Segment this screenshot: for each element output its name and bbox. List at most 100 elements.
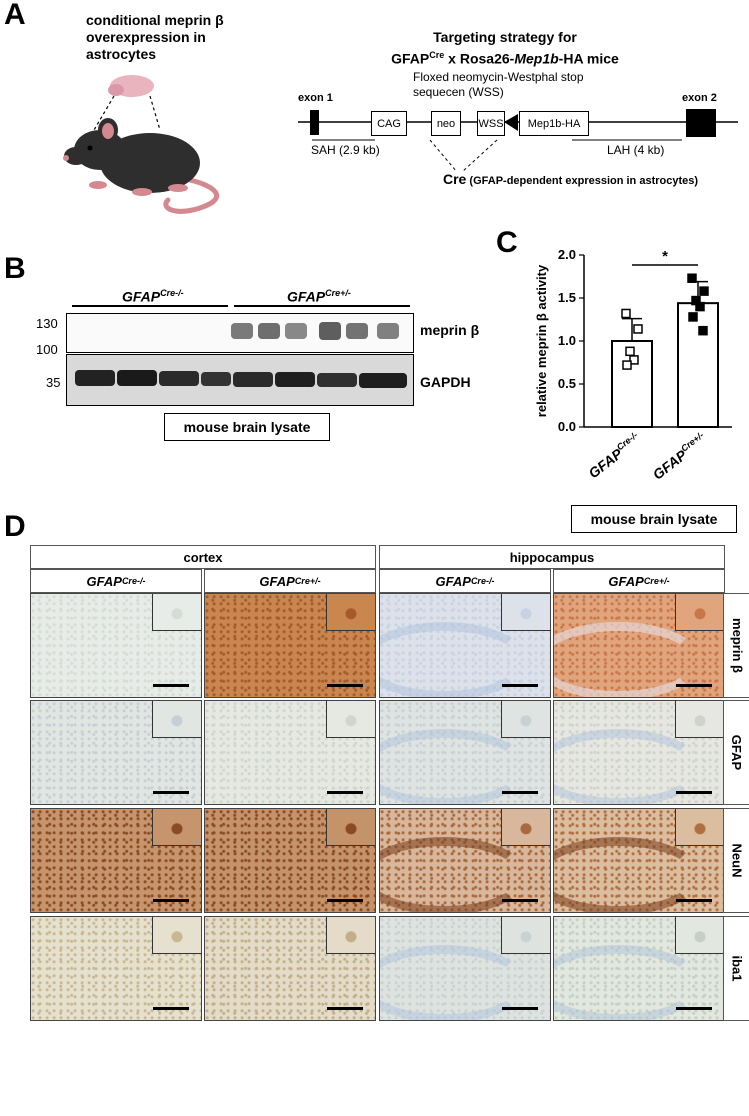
- loxp-2: [504, 114, 518, 131]
- magnified-inset: [501, 701, 550, 738]
- mep1b-ha-box: Mep1b-HA: [519, 111, 589, 136]
- magnified-inset: [675, 917, 724, 954]
- sah-label: SAH (2.9 kb): [311, 143, 380, 157]
- data-point: [698, 325, 708, 336]
- scale-bar: [327, 1007, 363, 1010]
- magnified-inset: [326, 594, 375, 631]
- targeting-title: Targeting strategy for GFAPCre x Rosa26-…: [370, 28, 640, 68]
- magnified-inset: [501, 917, 550, 954]
- targeting-title-line2: GFAPCre x Rosa26-Mep1b-HA mice: [370, 46, 640, 68]
- region-header-cortex: cortex: [30, 545, 376, 569]
- row-label-text: GFAP: [729, 734, 745, 771]
- blot-meprin: [66, 313, 414, 353]
- blot-label-meprin: meprin β: [420, 322, 480, 338]
- magnified-inset: [675, 594, 724, 631]
- scale-bar: [327, 684, 363, 687]
- scale-bar: [153, 791, 189, 794]
- mouse-caption: conditional meprin β overexpression in a…: [86, 12, 224, 62]
- lah-label: LAH (4 kb): [607, 143, 665, 157]
- row-label-3: iba1: [723, 916, 749, 1021]
- hippocampal-layer: [380, 837, 528, 912]
- row-label-1: GFAP: [723, 700, 749, 805]
- row-label-text: iba1: [729, 955, 745, 982]
- micrograph-GFAP-2: [379, 700, 551, 805]
- micrograph-iba1-3: [553, 916, 725, 1021]
- cre-description: (GFAP-dependent expression in astrocytes…: [466, 175, 699, 187]
- micrograph-meprin-beta-2: [379, 593, 551, 698]
- x-tick-label: GFAPCre+/-: [649, 430, 710, 483]
- scale-bar: [502, 684, 538, 687]
- title-mid: x Rosa26-: [444, 50, 515, 67]
- micrograph-NeuN-1: [204, 808, 376, 913]
- data-point: [688, 312, 698, 322]
- data-point: [695, 301, 705, 312]
- group-label-cre-pos: GFAPCre+/-: [287, 288, 351, 305]
- column-header-base: GFAP: [259, 573, 295, 589]
- data-point: [699, 286, 709, 296]
- exon2-label: exon 2: [682, 92, 717, 104]
- group-line-cre-pos: [234, 305, 410, 307]
- y-axis-label: relative meprin β activity: [534, 264, 549, 417]
- micrograph-iba1-2: [379, 916, 551, 1021]
- micrograph-NeuN-3: [553, 808, 725, 913]
- cre-note: Cre (GFAP-dependent expression in astroc…: [443, 171, 698, 187]
- scale-bar: [676, 684, 712, 687]
- group-label-base: GFAP: [287, 288, 326, 305]
- magnified-inset: [326, 809, 375, 846]
- row-label-2: NeuN: [723, 808, 749, 913]
- magnified-inset: [152, 809, 201, 846]
- magnified-inset: [501, 809, 550, 846]
- column-header-base: GFAP: [435, 573, 471, 589]
- hippocampal-layer: [554, 837, 702, 912]
- data-point: [622, 360, 632, 370]
- mouse-illustration: [63, 75, 219, 214]
- scale-bar: [153, 899, 189, 902]
- magnified-inset: [675, 701, 724, 738]
- scale-bar: [327, 899, 363, 902]
- scale-bar: [676, 899, 712, 902]
- row-label-text: meprin β: [729, 618, 745, 673]
- x-tick-label: GFAPCre-/-: [585, 430, 644, 481]
- blot-band: [377, 323, 399, 339]
- wss-note: Floxed neomycin-Westphal stop sequecen (…: [413, 70, 584, 99]
- region-header-hippocampus: hippocampus: [379, 545, 725, 569]
- micrograph-meprin-beta-0: [30, 593, 202, 698]
- scale-bar: [502, 791, 538, 794]
- neo-box: neo: [431, 111, 461, 136]
- micrograph-GFAP-1: [204, 700, 376, 805]
- blot-band: [359, 373, 407, 388]
- column-header-base: GFAP: [608, 573, 644, 589]
- micrograph-iba1-0: [30, 916, 202, 1021]
- panel-label-b: B: [4, 252, 26, 285]
- magnified-inset: [326, 917, 375, 954]
- y-tick-label: 1.5: [558, 290, 576, 305]
- group-line-cre-neg: [72, 305, 228, 307]
- scale-bar: [676, 1007, 712, 1010]
- blot-band: [275, 372, 315, 387]
- cag-box: CAG: [371, 111, 407, 136]
- blot-band: [117, 370, 157, 386]
- micrograph-GFAP-3: [553, 700, 725, 805]
- data-point: [629, 355, 639, 365]
- hippocampal-layer: [554, 945, 702, 1020]
- wss-box: WSS: [477, 111, 505, 136]
- scale-bar: [153, 684, 189, 687]
- scale-bar: [502, 899, 538, 902]
- blot-band: [231, 323, 253, 339]
- chart-caption: mouse brain lysate: [571, 505, 737, 533]
- column-header-sup: Cre+/-: [643, 576, 670, 586]
- cre-label: Cre: [443, 171, 467, 187]
- blot-band: [317, 373, 357, 387]
- data-point: [687, 273, 697, 283]
- magnified-inset: [501, 594, 550, 631]
- title-mep1b: Mep1b: [514, 50, 559, 67]
- title-cre-sup: Cre: [429, 50, 445, 60]
- exon2-block: [686, 109, 716, 137]
- blot-band: [75, 370, 115, 386]
- scale-bar: [502, 1007, 538, 1010]
- panel-label-a: A: [4, 0, 26, 31]
- blot-label-gapdh: GAPDH: [420, 374, 471, 390]
- column-header-base: GFAP: [86, 573, 122, 589]
